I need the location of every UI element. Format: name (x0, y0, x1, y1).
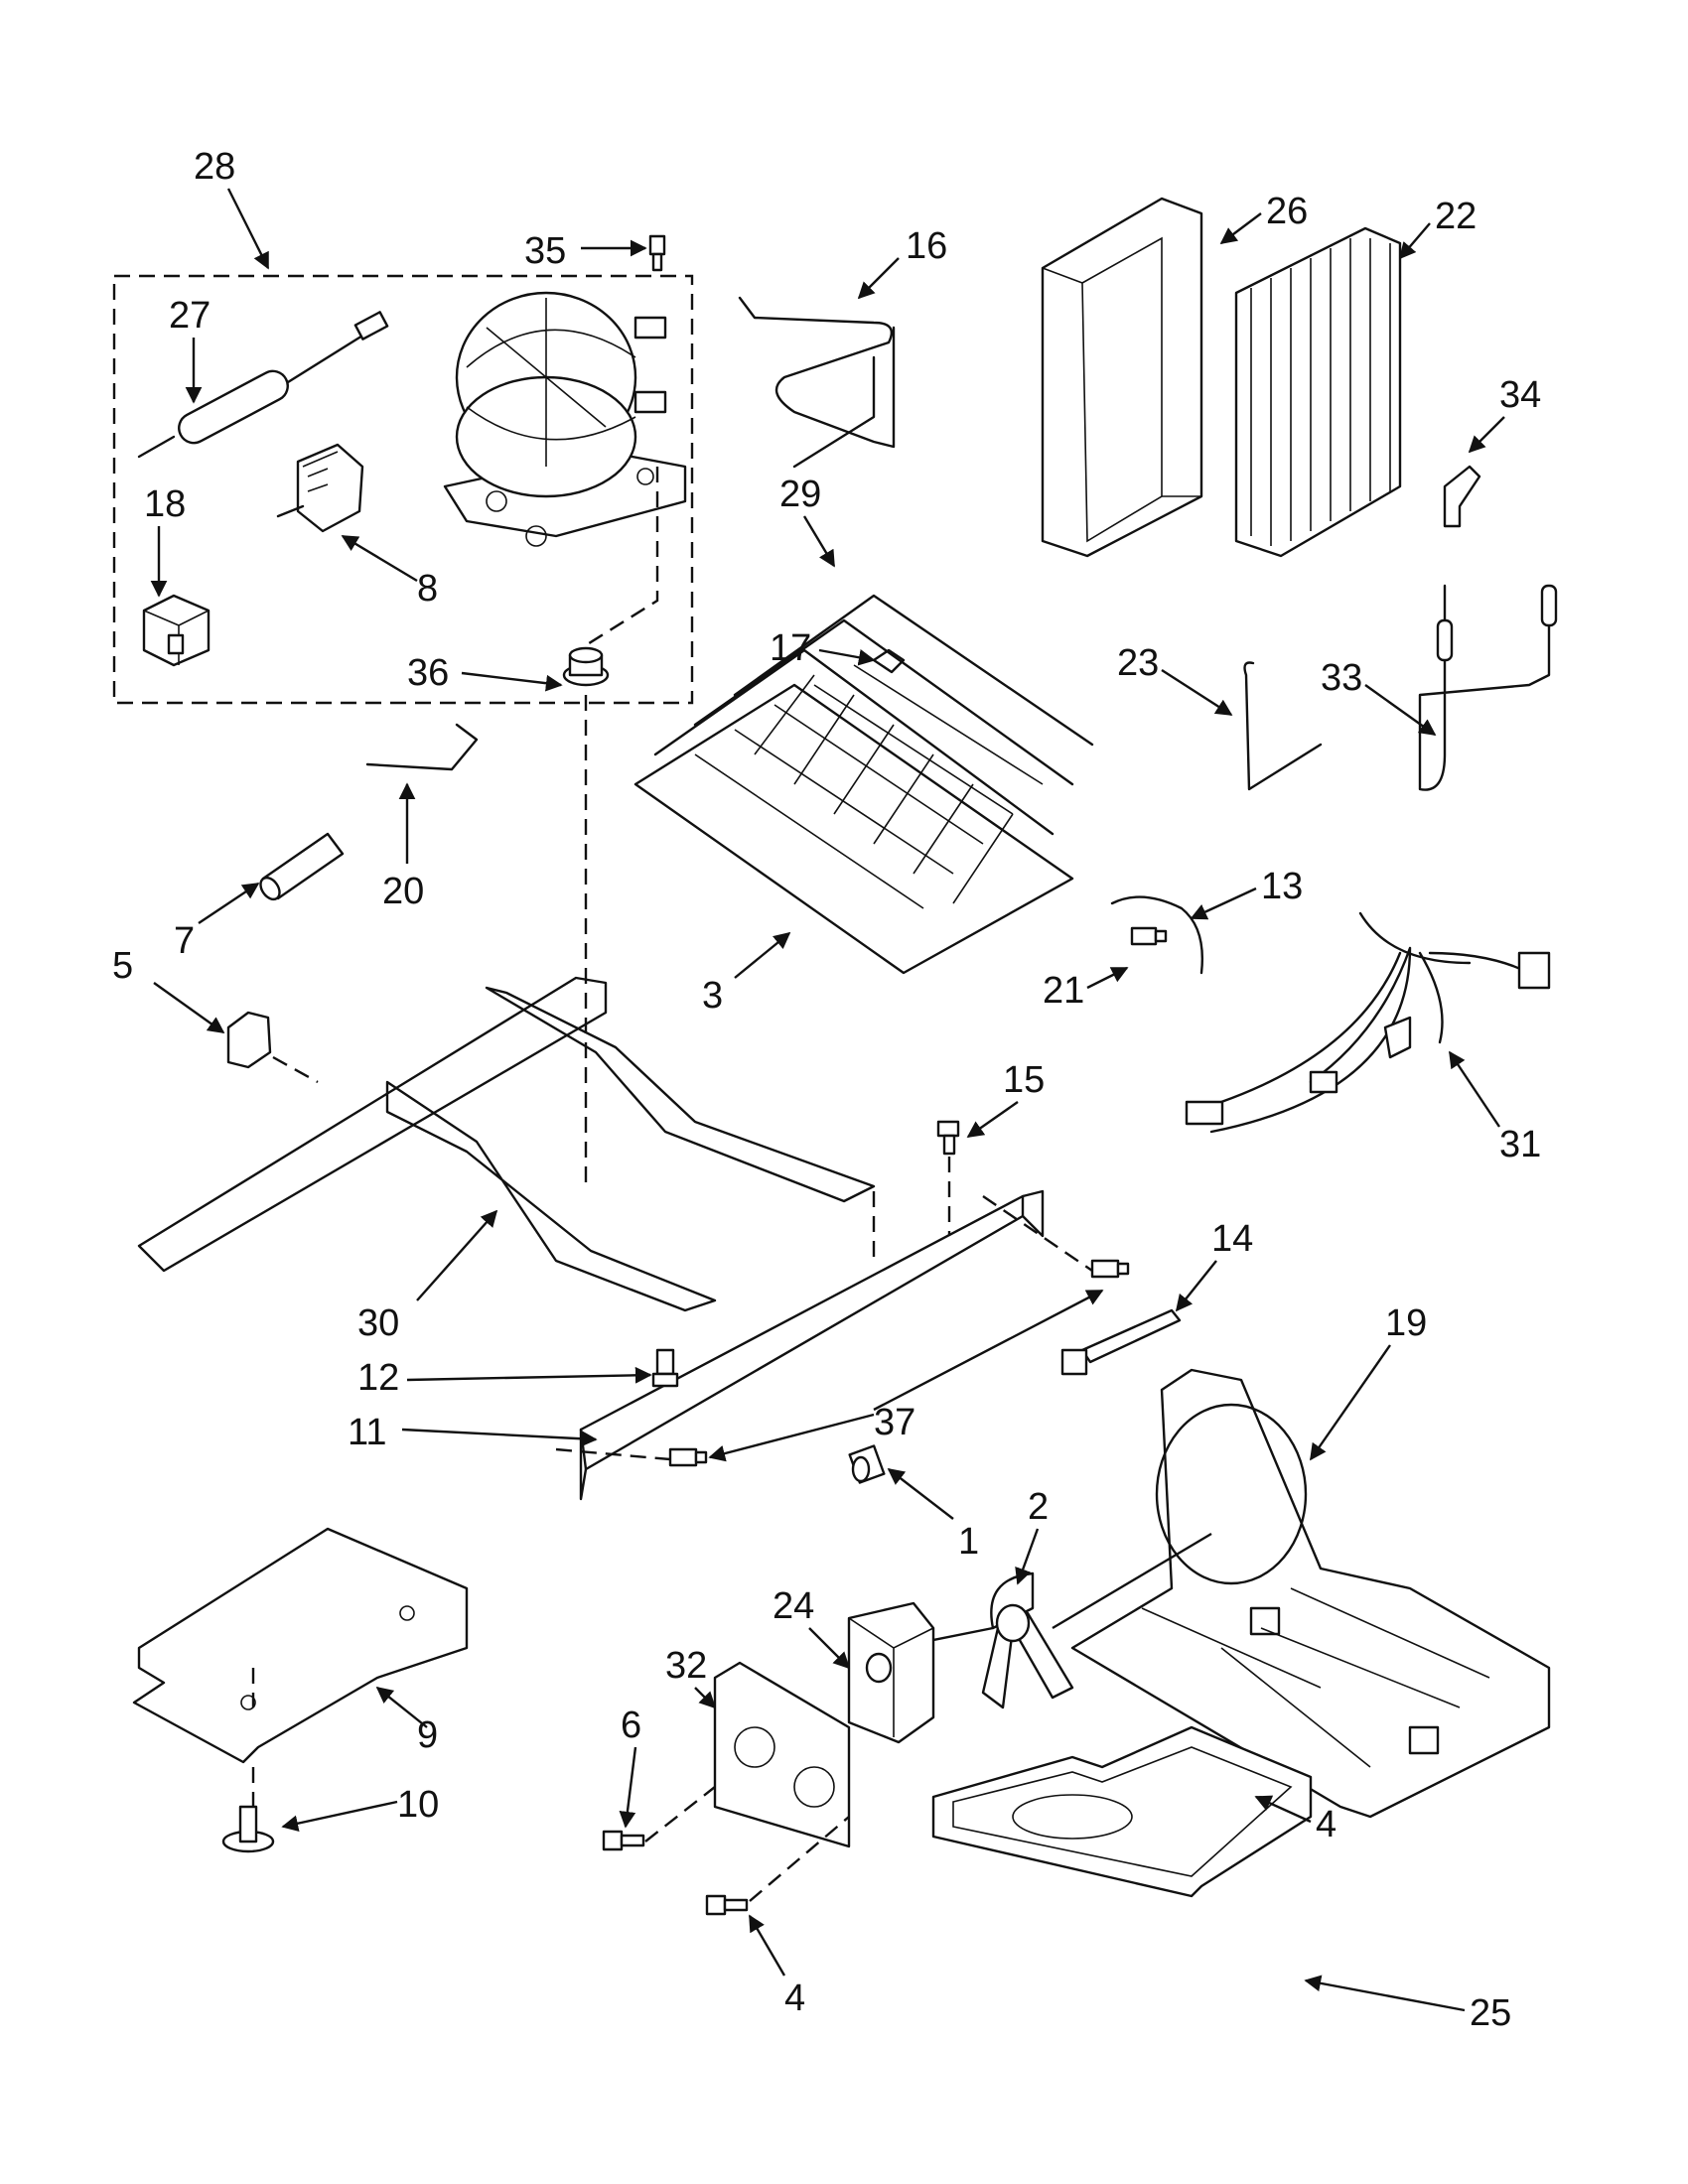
callout-36: 36 (407, 652, 449, 694)
callout-10: 10 (397, 1784, 439, 1826)
callout-31: 31 (1499, 1124, 1541, 1165)
callout-21: 21 (1043, 970, 1084, 1012)
screw-4a (705, 1894, 749, 1916)
callout-6: 6 (621, 1705, 641, 1746)
compressor (443, 291, 687, 547)
wire-20 (365, 723, 479, 771)
fan-housing (1070, 1368, 1551, 1819)
tube-29 (792, 355, 876, 469)
callout-18: 18 (144, 483, 186, 525)
callout-32: 32 (665, 1645, 707, 1687)
callout-28: 28 (194, 146, 235, 188)
callout-25: 25 (1470, 1992, 1511, 2034)
bracket-32 (713, 1661, 851, 1848)
cross-member-11 (579, 1189, 1045, 1501)
callout-17: 17 (770, 627, 811, 669)
screw-21 (1130, 926, 1168, 946)
cylinder-7 (259, 832, 345, 901)
callout-35: 35 (524, 230, 566, 272)
screw-37b (668, 1447, 708, 1467)
drain-pan (931, 1725, 1313, 1898)
callout-4a: 4 (1316, 1804, 1336, 1845)
fan-motor (847, 1601, 935, 1744)
strip-14 (1060, 1308, 1182, 1376)
wire-23 (1243, 661, 1323, 791)
callout-37: 37 (874, 1402, 915, 1443)
tube-33 (1418, 584, 1558, 791)
part-1 (848, 1444, 886, 1484)
callout-20: 20 (382, 871, 424, 912)
callout-1: 1 (958, 1521, 979, 1563)
evaporator (633, 594, 1094, 975)
callout-2: 2 (1028, 1486, 1049, 1528)
fan-blade (981, 1571, 1074, 1709)
callout-29: 29 (779, 474, 821, 515)
callout-12: 12 (357, 1357, 399, 1399)
callout-26: 26 (1266, 191, 1308, 232)
bolt-35 (648, 234, 666, 272)
callout-22: 22 (1435, 196, 1477, 237)
start-relay (276, 443, 364, 533)
screw-37a (1090, 1259, 1130, 1279)
clip-17 (872, 648, 906, 674)
callout-34: 34 (1499, 374, 1541, 416)
condenser (1234, 226, 1402, 558)
callout-4b: 4 (784, 1978, 805, 2019)
callout-7: 7 (174, 920, 195, 962)
clip-34 (1443, 465, 1481, 528)
wire-13 (1110, 895, 1203, 975)
condenser-shroud (1041, 197, 1203, 558)
callout-33: 33 (1321, 657, 1362, 699)
leveling-foot (221, 1805, 275, 1853)
callout-19: 19 (1385, 1302, 1427, 1344)
grommet-36 (562, 646, 610, 687)
leader-arrows (150, 188, 1505, 2012)
screw-6 (602, 1830, 645, 1851)
callout-30: 30 (357, 1302, 399, 1344)
callout-8: 8 (417, 568, 438, 610)
screw-12 (651, 1348, 679, 1388)
callout-27: 27 (169, 295, 211, 337)
wire-harness (1185, 911, 1551, 1134)
frame-30 (137, 976, 876, 1312)
callout-13: 13 (1261, 866, 1303, 907)
bracket-5 (226, 1011, 272, 1069)
callout-23: 23 (1117, 642, 1159, 684)
callout-24: 24 (773, 1585, 814, 1627)
callout-11: 11 (348, 1412, 386, 1453)
callout-14: 14 (1211, 1218, 1253, 1260)
discharge-tube (738, 296, 896, 449)
compressor-kit-box (112, 274, 694, 705)
screw-15 (936, 1120, 960, 1156)
filter-drier (137, 311, 389, 459)
callout-16: 16 (906, 225, 947, 267)
callout-15: 15 (1003, 1059, 1045, 1101)
callout-3: 3 (702, 975, 723, 1017)
callout-5: 5 (112, 945, 133, 987)
overload (142, 594, 211, 667)
plate-9 (132, 1527, 469, 1764)
